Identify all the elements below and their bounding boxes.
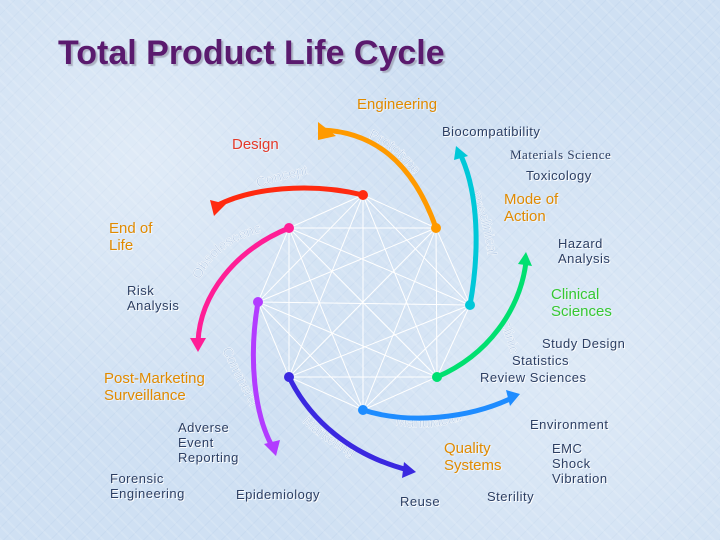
label-toxicology: Toxicology — [526, 168, 592, 183]
mesh-line — [257, 301, 364, 411]
quality-systems-line2: Systems — [444, 457, 502, 474]
mesh-line — [288, 227, 438, 378]
label-shock: Shock — [552, 456, 591, 471]
label-adverse-event: Adverse Event Reporting — [178, 420, 239, 465]
node-purple — [253, 297, 263, 307]
arrow-purple-head — [264, 440, 280, 456]
arrow-orange-path — [319, 127, 439, 231]
mesh-line — [436, 304, 471, 378]
label-sterility: Sterility — [487, 489, 535, 504]
clinical-sciences-line1: Clinical — [551, 286, 600, 303]
mesh-line — [288, 194, 364, 229]
hazard-analysis-line1: Hazard — [558, 236, 603, 251]
mesh-line — [288, 227, 471, 306]
stage-prototype: Prototype — [367, 126, 425, 177]
label-mode-of-action: Mode of Action — [504, 191, 558, 225]
label-post-marketing: Post-Marketing Surveillance — [104, 370, 205, 404]
arrow-lime-path — [459, 155, 479, 308]
label-review-sciences: Review Sciences — [480, 370, 587, 385]
mesh-line — [288, 376, 364, 411]
end-of-life-line1: End of — [109, 220, 153, 237]
mesh-line — [257, 227, 290, 303]
label-end-of-life: End of Life — [109, 220, 152, 254]
arrow-teal-path — [434, 259, 529, 380]
mesh-line — [257, 194, 364, 303]
arrow-red-path — [213, 185, 366, 209]
arrow-red-head — [210, 200, 226, 216]
quality-systems-line1: Quality — [444, 440, 491, 457]
arrow-lightblue-head — [506, 390, 520, 406]
end-of-life-line2: Life — [109, 237, 134, 254]
node-red — [358, 190, 368, 200]
adverse-event-line1: Adverse — [178, 420, 230, 435]
mesh-line — [435, 227, 471, 306]
arrow-lightblue-path — [360, 395, 515, 421]
mesh-line — [288, 194, 364, 378]
arrow-magenta-head — [190, 338, 206, 352]
node-lightblue — [358, 405, 368, 415]
label-design: Design — [232, 136, 279, 153]
arrow-blue-path — [286, 374, 411, 473]
label-forensic-engineering: Forensic Engineering — [110, 471, 185, 501]
label-reuse: Reuse — [400, 494, 441, 509]
label-clinical-sciences: Clinical Sciences — [551, 286, 612, 320]
stage-marketing: Marketing — [300, 412, 359, 459]
label-risk-analysis: Risk Analysis — [127, 283, 179, 313]
arrow-lime-head — [454, 146, 468, 160]
post-marketing-line2: Surveillance — [104, 387, 186, 404]
arrow-purple-path — [250, 299, 275, 449]
connection-mesh — [257, 194, 471, 411]
node-lime — [465, 300, 475, 310]
label-epidemiology: Epidemiology — [236, 487, 321, 502]
mesh-line — [362, 194, 438, 378]
hazard-analysis-line2: Analysis — [558, 251, 611, 266]
adverse-event-line3: Reporting — [178, 450, 239, 465]
mesh-line — [362, 304, 471, 411]
clinical-sciences-line2: Sciences — [551, 303, 612, 320]
label-hazard-analysis: Hazard Analysis — [558, 236, 610, 266]
mesh-line — [362, 376, 438, 411]
risk-analysis-line1: Risk — [127, 283, 155, 298]
arrow-blue-head — [402, 462, 416, 478]
arrow-group — [190, 122, 532, 478]
arrow-teal-head — [518, 252, 532, 266]
label-statistics: Statistics — [512, 353, 570, 368]
forensic-line1: Forensic — [110, 471, 164, 486]
label-engineering: Engineering — [357, 96, 438, 113]
label-quality-systems: Quality Systems — [444, 440, 502, 474]
adverse-event-line2: Event — [178, 435, 214, 450]
mode-of-action-line2: Action — [504, 208, 546, 225]
node-blue — [284, 372, 294, 382]
mesh-line — [257, 301, 290, 378]
node-teal — [432, 372, 442, 382]
mesh-line — [257, 227, 437, 303]
mesh-line — [288, 227, 364, 411]
node-orange — [431, 223, 441, 233]
label-materials-science: Materials Science — [510, 147, 612, 162]
post-marketing-line1: Post-Marketing — [104, 370, 205, 387]
arrow-magenta-path — [195, 225, 292, 345]
mesh-line — [288, 304, 471, 378]
mesh-line — [362, 227, 437, 411]
node-magenta — [284, 223, 294, 233]
arrow-orange-head — [318, 122, 336, 140]
mode-of-action-line1: Mode of — [504, 191, 559, 208]
label-environment: Environment — [530, 417, 609, 432]
risk-analysis-line2: Analysis — [127, 298, 180, 313]
label-biocompatibility: Biocompatibility — [442, 124, 541, 139]
label-study-design: Study Design — [542, 336, 626, 351]
page-title: Total Product Life Cycle — [58, 34, 445, 72]
label-emc: EMC — [552, 441, 583, 456]
label-vibration: Vibration — [552, 471, 608, 486]
mesh-line — [362, 194, 437, 229]
forensic-line2: Engineering — [110, 486, 185, 501]
mesh-line — [435, 227, 438, 378]
mesh-line — [257, 301, 438, 378]
mesh-line — [362, 194, 471, 306]
